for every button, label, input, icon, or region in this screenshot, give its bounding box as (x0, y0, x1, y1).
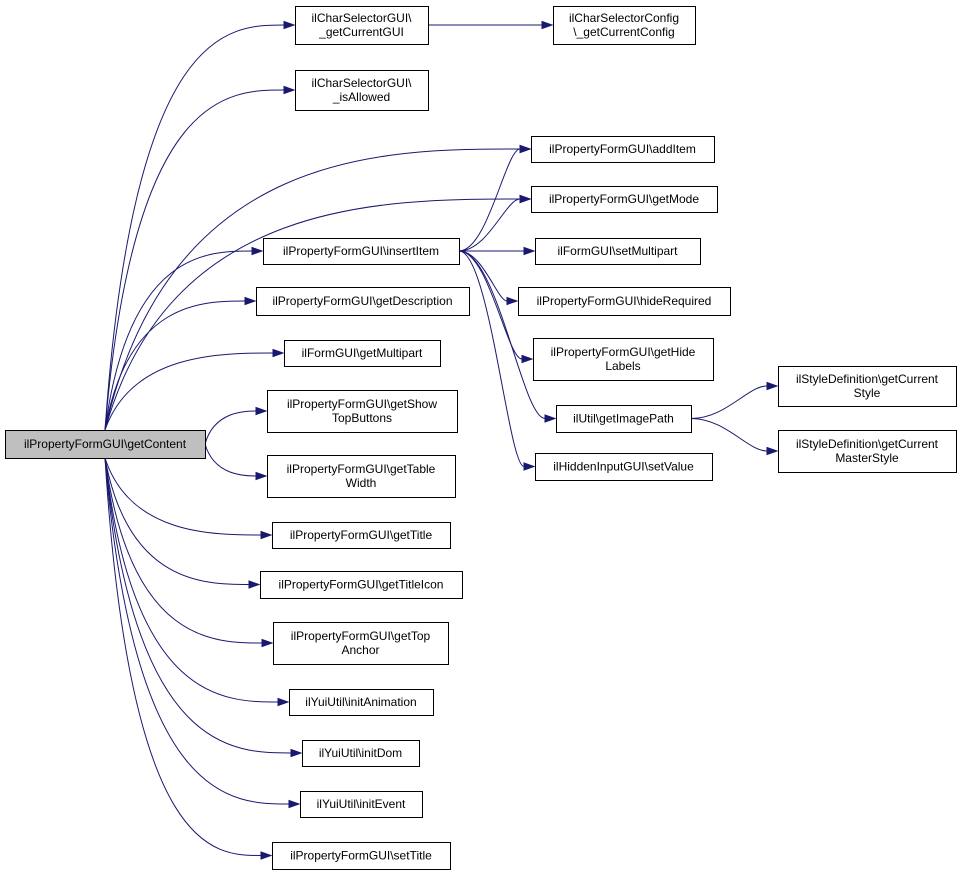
edge-root-to-yuiDom (104, 457, 303, 758)
node-label: ilUtil\getImagePath (573, 412, 674, 426)
edge-root-to-getTitle (104, 457, 273, 540)
node-label: ilYuiUtil\initEvent (317, 797, 406, 811)
node-label: ilPropertyFormGUI\addItem (549, 142, 696, 156)
node-hideReq[interactable]: ilPropertyFormGUI\hideRequired (518, 287, 731, 316)
node-titleIcon[interactable]: ilPropertyFormGUI\getTitleIcon (260, 571, 463, 599)
node-getMode[interactable]: ilPropertyFormGUI\getMode (531, 186, 718, 213)
node-setMultipart[interactable]: ilFormGUI\setMultipart (535, 238, 701, 265)
edge-insertItem-to-hideLabels (458, 250, 534, 364)
node-label: ilStyleDefinition\getCurrent (796, 437, 939, 451)
node-label: Labels (605, 359, 640, 373)
node-csConfig[interactable]: ilCharSelectorConfig\_getCurrentConfig (553, 6, 696, 45)
node-label: ilYuiUtil\initDom (319, 746, 402, 760)
node-label: ilFormGUI\setMultipart (557, 244, 678, 258)
node-label: ilPropertyFormGUI\getDescription (272, 294, 452, 308)
node-label: ilPropertyFormGUI\setTitle (290, 849, 432, 863)
node-label: ilPropertyFormGUI\insertItem (283, 244, 439, 258)
node-getTitle[interactable]: ilPropertyFormGUI\getTitle (272, 522, 451, 549)
node-label: ilHiddenInputGUI\setValue (553, 460, 694, 474)
edge-root-to-tableWidth (204, 443, 268, 481)
node-label: ilPropertyFormGUI\getTitle (290, 528, 433, 542)
edge-insertItem-to-imagePath (458, 250, 557, 423)
node-hiddenSet[interactable]: ilHiddenInputGUI\setValue (535, 453, 713, 481)
node-label: Style (854, 386, 881, 400)
node-label: ilPropertyFormGUI\getShow (287, 397, 437, 411)
edge-root-to-csCurrent (104, 20, 296, 431)
edge-insertItem-to-setMultipart (459, 246, 536, 256)
edge-root-to-getMultipart (104, 348, 285, 431)
node-yuiEvent[interactable]: ilYuiUtil\initEvent (300, 791, 423, 818)
node-label: MasterStyle (835, 451, 899, 465)
node-label: ilPropertyFormGUI\getTop (291, 629, 431, 643)
node-label: ilYuiUtil\initAnimation (305, 695, 416, 709)
edge-imagePath-to-curStyle (690, 381, 779, 419)
node-imagePath[interactable]: ilUtil\getImagePath (556, 405, 692, 433)
edge-csCurrent-to-csConfig (428, 20, 554, 30)
node-label: Width (346, 476, 377, 490)
node-insertItem[interactable]: ilPropertyFormGUI\insertItem (263, 238, 460, 265)
edge-insertItem-to-hiddenSet (458, 250, 536, 471)
edge-root-to-setTitle (104, 457, 273, 860)
node-label: ilFormGUI\getMultipart (302, 346, 423, 360)
node-label: ilCharSelectorGUI\ (311, 76, 412, 90)
node-label: \_getCurrentConfig (573, 25, 674, 39)
node-label: TopButtons (332, 411, 392, 425)
edges-layer (104, 20, 779, 860)
node-getMultipart[interactable]: ilFormGUI\getMultipart (284, 340, 441, 367)
edge-root-to-yuiEvent (104, 457, 301, 809)
edge-imagePath-to-curMaster (690, 418, 779, 456)
node-csCurrent[interactable]: ilCharSelectorGUI\_getCurrentGUI (295, 6, 429, 45)
node-label: _getCurrentGUI (318, 25, 404, 39)
edge-root-to-yuiAnim (104, 457, 290, 707)
node-setTitle[interactable]: ilPropertyFormGUI\setTitle (272, 842, 451, 870)
node-yuiDom[interactable]: ilYuiUtil\initDom (302, 740, 420, 767)
edge-root-to-showTop (204, 406, 268, 445)
node-label: ilCharSelectorConfig (569, 11, 679, 25)
node-label: _isAllowed (332, 90, 390, 104)
edge-insertItem-to-getMode (458, 194, 532, 252)
node-label: ilPropertyFormGUI\getContent (24, 437, 187, 451)
edge-root-to-csAllowed (104, 85, 296, 431)
node-label: ilCharSelectorGUI\ (311, 11, 412, 25)
node-getDesc[interactable]: ilPropertyFormGUI\getDescription (256, 287, 470, 316)
edge-root-to-topAnchor (104, 457, 274, 648)
edge-root-to-insertItem (104, 246, 264, 431)
node-addItem[interactable]: ilPropertyFormGUI\addItem (531, 136, 715, 163)
node-label: ilPropertyFormGUI\getTitleIcon (279, 578, 444, 592)
node-label: ilPropertyFormGUI\getHide (551, 345, 696, 359)
edge-root-to-getDesc (104, 296, 257, 431)
nodes-layer: ilPropertyFormGUI\getContent ilCharSelect… (5, 6, 957, 870)
node-root[interactable]: ilPropertyFormGUI\getContent (5, 430, 206, 459)
node-label: ilPropertyFormGUI\getMode (549, 192, 699, 206)
node-label: Anchor (341, 643, 379, 657)
node-label: ilPropertyFormGUI\getTable (287, 462, 436, 476)
node-label: ilPropertyFormGUI\hideRequired (537, 294, 712, 308)
edge-root-to-titleIcon (104, 457, 261, 589)
node-csAllowed[interactable]: ilCharSelectorGUI\_isAllowed (295, 70, 429, 111)
node-label: ilStyleDefinition\getCurrent (796, 372, 939, 386)
node-yuiAnim[interactable]: ilYuiUtil\initAnimation (289, 689, 434, 716)
edge-insertItem-to-addItem (458, 144, 532, 252)
